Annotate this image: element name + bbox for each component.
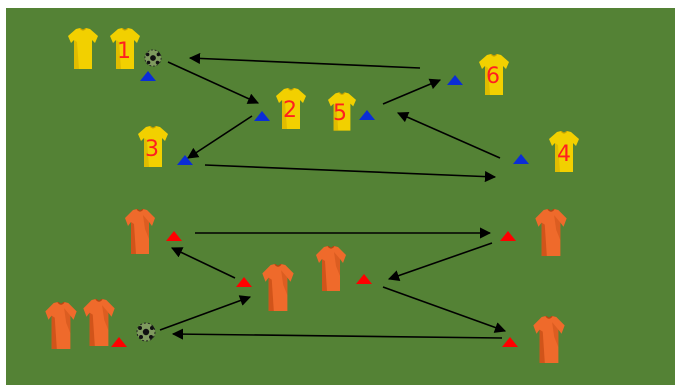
soccer-ball-icon <box>144 49 162 67</box>
red-cone-icon <box>356 274 372 284</box>
red-cone-icon <box>111 337 127 347</box>
player-number: 1 <box>117 39 131 64</box>
player-number: 6 <box>486 64 500 89</box>
pass-arrow <box>204 164 497 183</box>
red-cone-icon <box>500 231 516 241</box>
pass-arrow <box>167 61 260 104</box>
player-number: 3 <box>145 137 159 162</box>
pass-arrow <box>170 247 236 279</box>
pass-arrow <box>382 78 442 105</box>
pass-arrow <box>171 328 503 340</box>
field <box>6 8 675 385</box>
blue-cone-icon <box>359 110 375 120</box>
red-cone-icon <box>502 337 518 347</box>
blue-cone-icon <box>447 75 463 85</box>
red-cone-icon <box>236 277 252 287</box>
pass-arrow <box>159 295 252 331</box>
pass-arrow <box>188 52 421 69</box>
soccer-ball-icon <box>136 322 156 342</box>
player-number: 4 <box>557 142 571 167</box>
drill-top: 1 2 3 4 5 6 <box>68 28 579 183</box>
player-number: 2 <box>283 98 297 123</box>
blue-cone-icon <box>254 111 270 121</box>
pass-arrow <box>187 115 253 159</box>
drill-bottom <box>45 209 567 364</box>
pass-arrow <box>382 286 507 333</box>
blue-cone-icon <box>177 155 193 165</box>
pass-arrow <box>396 111 501 159</box>
pass-arrow <box>387 242 493 281</box>
player-number: 5 <box>333 101 347 126</box>
red-cone-icon <box>166 231 182 241</box>
blue-cone-icon <box>140 71 156 81</box>
blue-cone-icon <box>513 154 529 164</box>
